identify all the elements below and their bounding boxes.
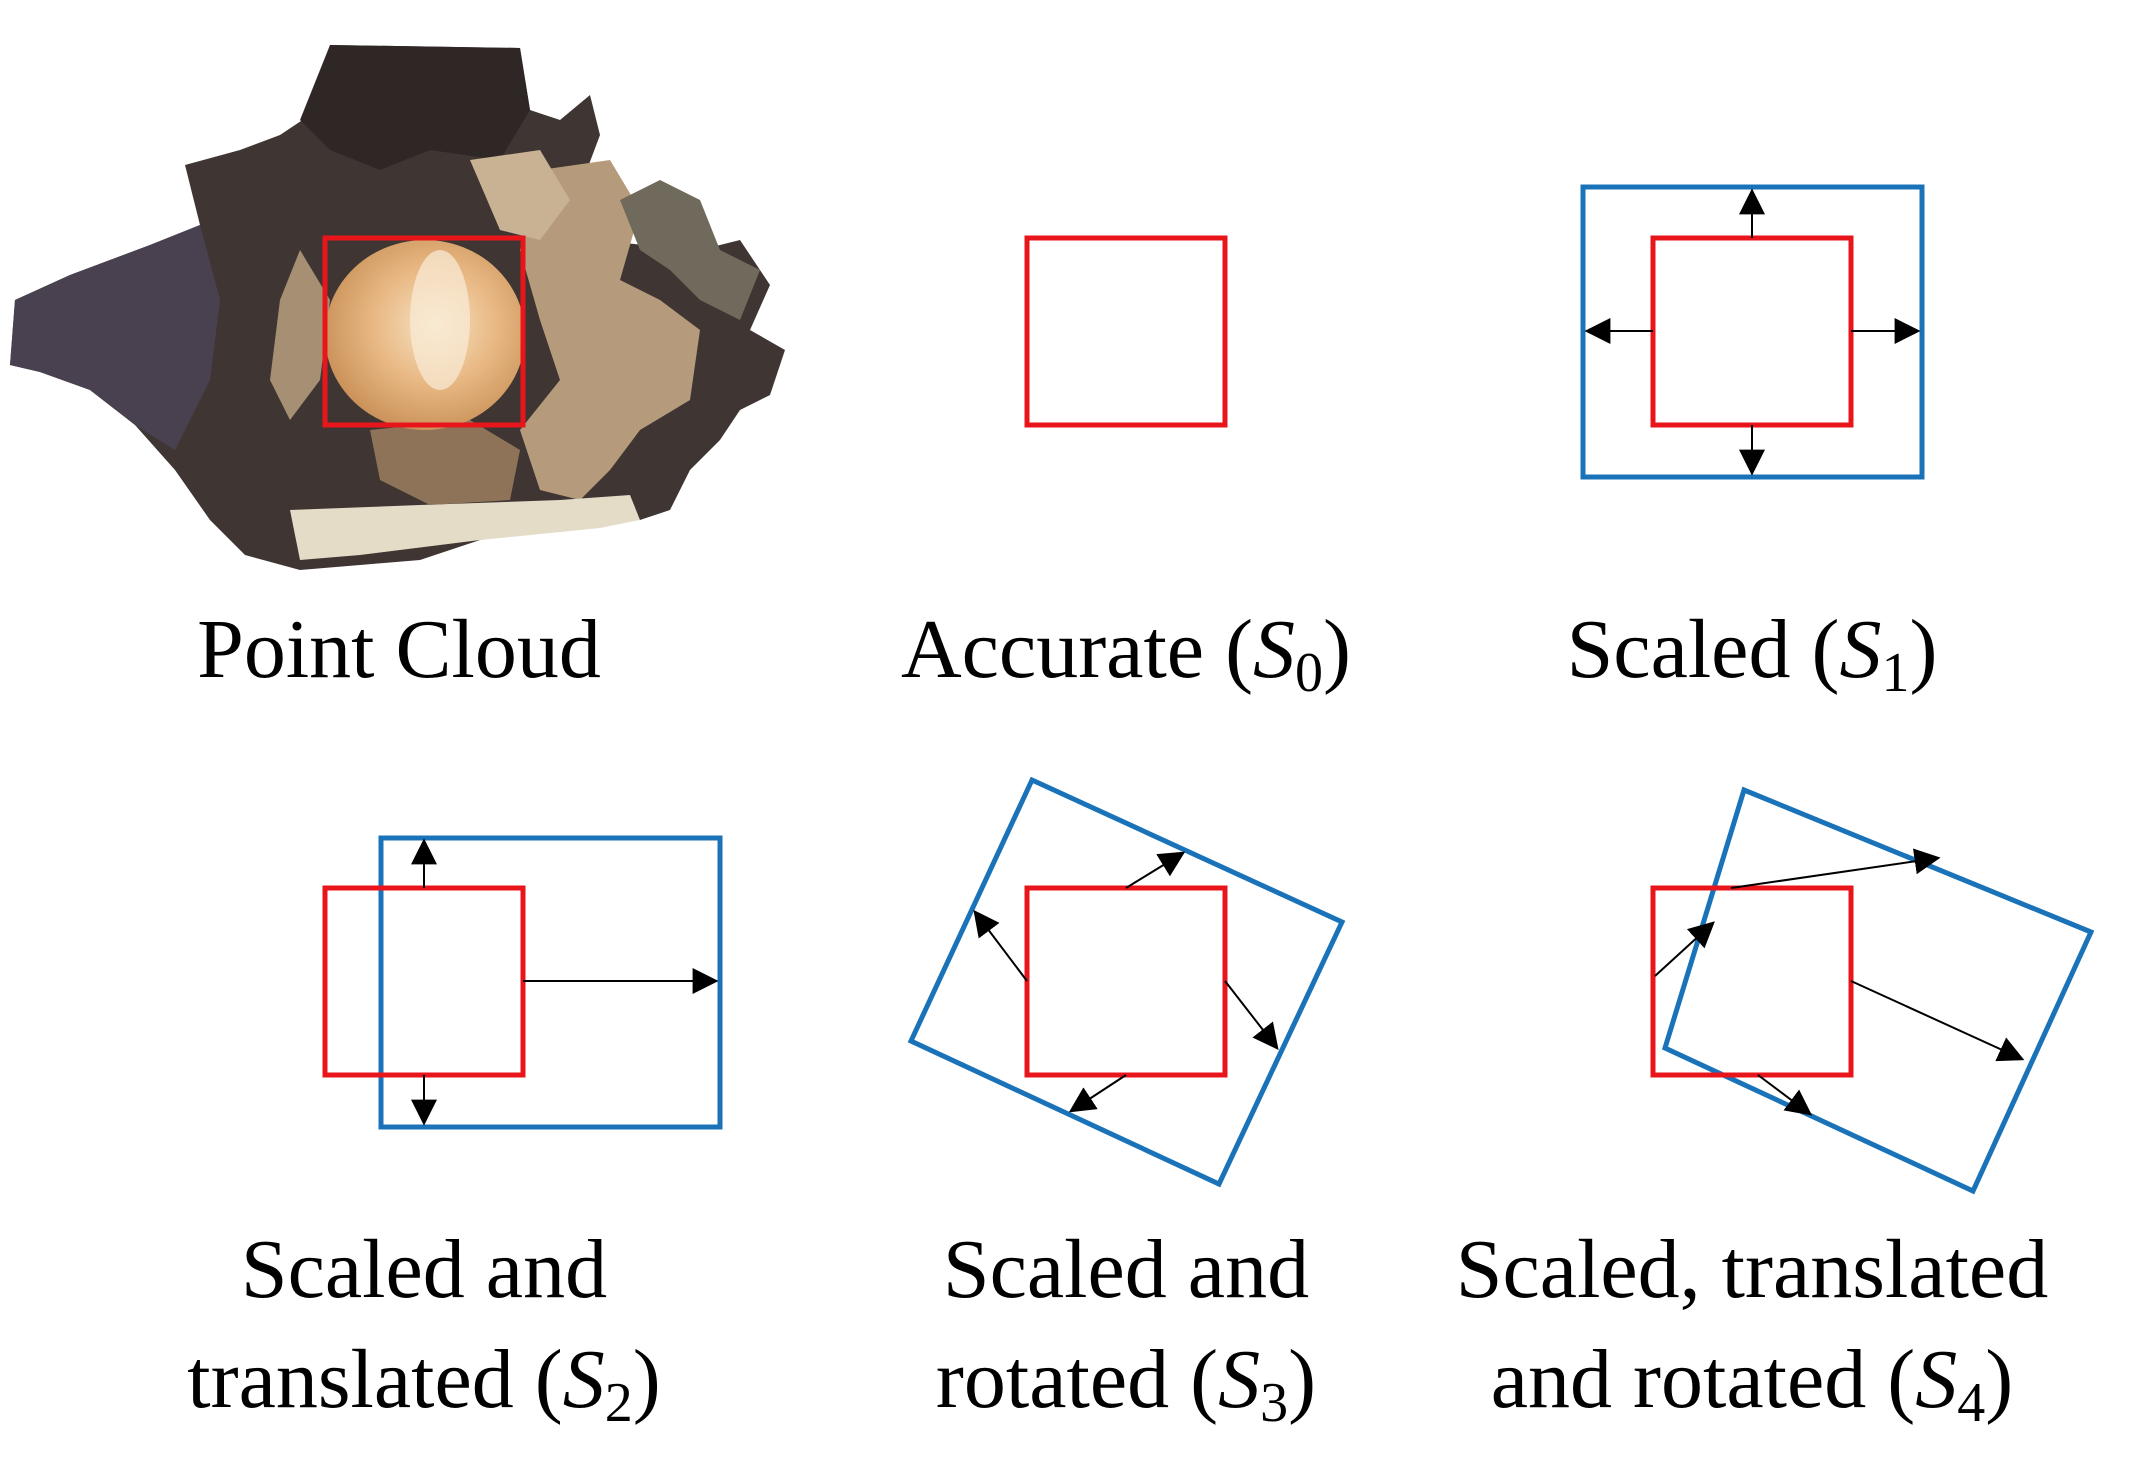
caption-s2-prefix: translated ( xyxy=(187,1333,563,1426)
table-highlight xyxy=(410,250,470,390)
s4-arrow-top xyxy=(1730,848,1941,889)
caption-s2-symbol: S xyxy=(562,1333,605,1426)
caption-s3-prefix: rotated ( xyxy=(935,1333,1219,1426)
chair-back-top xyxy=(470,150,570,240)
s0-accurate-box xyxy=(1024,235,1228,428)
caption-s0-subscript: 0 xyxy=(1295,642,1324,704)
s4-arrow-right xyxy=(1850,980,2025,1062)
chairs-right xyxy=(520,160,700,500)
caption-s4-prefix: and rotated ( xyxy=(1490,1333,1916,1426)
caption-s3-subscript: 3 xyxy=(1260,1372,1289,1434)
caption-s2-suffix: ) xyxy=(632,1333,661,1426)
floor-left-tint xyxy=(10,225,220,450)
caption-s2-line1: Scaled and xyxy=(240,1223,608,1316)
point-cloud-image xyxy=(10,45,785,570)
caption-s4-subscript: 4 xyxy=(1957,1372,1986,1434)
s4-arrow-left xyxy=(1654,921,1715,977)
s3-perturbed-box xyxy=(907,776,1346,1188)
caption-s3-line1: Scaled and xyxy=(942,1223,1310,1316)
s3-accurate-box xyxy=(1024,885,1228,1078)
s3-arrow-top xyxy=(1125,851,1186,889)
chair-left xyxy=(270,250,330,420)
caption-s4-line2: and rotated (S4) xyxy=(1456,1325,2048,1435)
caption-point-cloud: Point Cloud xyxy=(197,595,601,705)
s1-accurate-box xyxy=(1650,235,1854,428)
plants-right xyxy=(620,180,760,320)
caption-s0-symbol: S xyxy=(1253,603,1296,696)
caption-s1-subscript: 1 xyxy=(1881,642,1910,704)
s1-scaled-box xyxy=(1580,184,1925,480)
s4-group xyxy=(1650,786,2095,1195)
s4-accurate-box xyxy=(1650,885,1854,1078)
caption-s4-line1: Scaled, translated xyxy=(1455,1223,2049,1316)
caption-s4: Scaled, translated and rotated (S4) xyxy=(1456,1215,2048,1435)
s4-perturbed-box xyxy=(1661,786,2095,1195)
caption-s1-symbol: S xyxy=(1839,603,1882,696)
s3-arrow-right xyxy=(1224,980,1279,1051)
caption-s3-suffix: ) xyxy=(1288,1333,1317,1426)
caption-s1-suffix: ) xyxy=(1909,603,1938,696)
caption-s3-line2: rotated (S3) xyxy=(936,1325,1316,1435)
caption-s4-suffix: ) xyxy=(1985,1333,2014,1426)
caption-s3: Scaled and rotated (S3) xyxy=(936,1215,1316,1435)
room-wall-shadow xyxy=(300,45,530,170)
caption-s2: Scaled and translated (S2) xyxy=(187,1215,660,1435)
s2-perturbed-box xyxy=(378,835,723,1130)
s3-arrow-bottom xyxy=(1068,1074,1127,1113)
s1-scaled-group xyxy=(1580,184,1925,480)
bench-bottom xyxy=(290,495,640,560)
chair-bottom xyxy=(370,420,520,505)
caption-s1-prefix: Scaled ( xyxy=(1566,603,1840,696)
caption-s2-subscript: 2 xyxy=(604,1372,633,1434)
caption-s0-prefix: Accurate ( xyxy=(900,603,1254,696)
s2-group xyxy=(322,835,723,1130)
caption-s0-suffix: ) xyxy=(1323,603,1352,696)
s2-accurate-box xyxy=(322,885,526,1078)
caption-s4-symbol: S xyxy=(1915,1333,1958,1426)
caption-s1: Scaled (S1) xyxy=(1567,595,1938,705)
s4-arrow-bottom xyxy=(1757,1074,1813,1116)
point-cloud-bbox xyxy=(322,235,526,428)
s3-arrow-left xyxy=(973,909,1028,982)
s3-group xyxy=(907,776,1346,1188)
caption-point-cloud-text: Point Cloud xyxy=(197,603,601,696)
caption-s0: Accurate (S0) xyxy=(901,595,1351,705)
caption-s2-line2: translated (S2) xyxy=(187,1325,660,1435)
caption-s3-symbol: S xyxy=(1218,1333,1261,1426)
